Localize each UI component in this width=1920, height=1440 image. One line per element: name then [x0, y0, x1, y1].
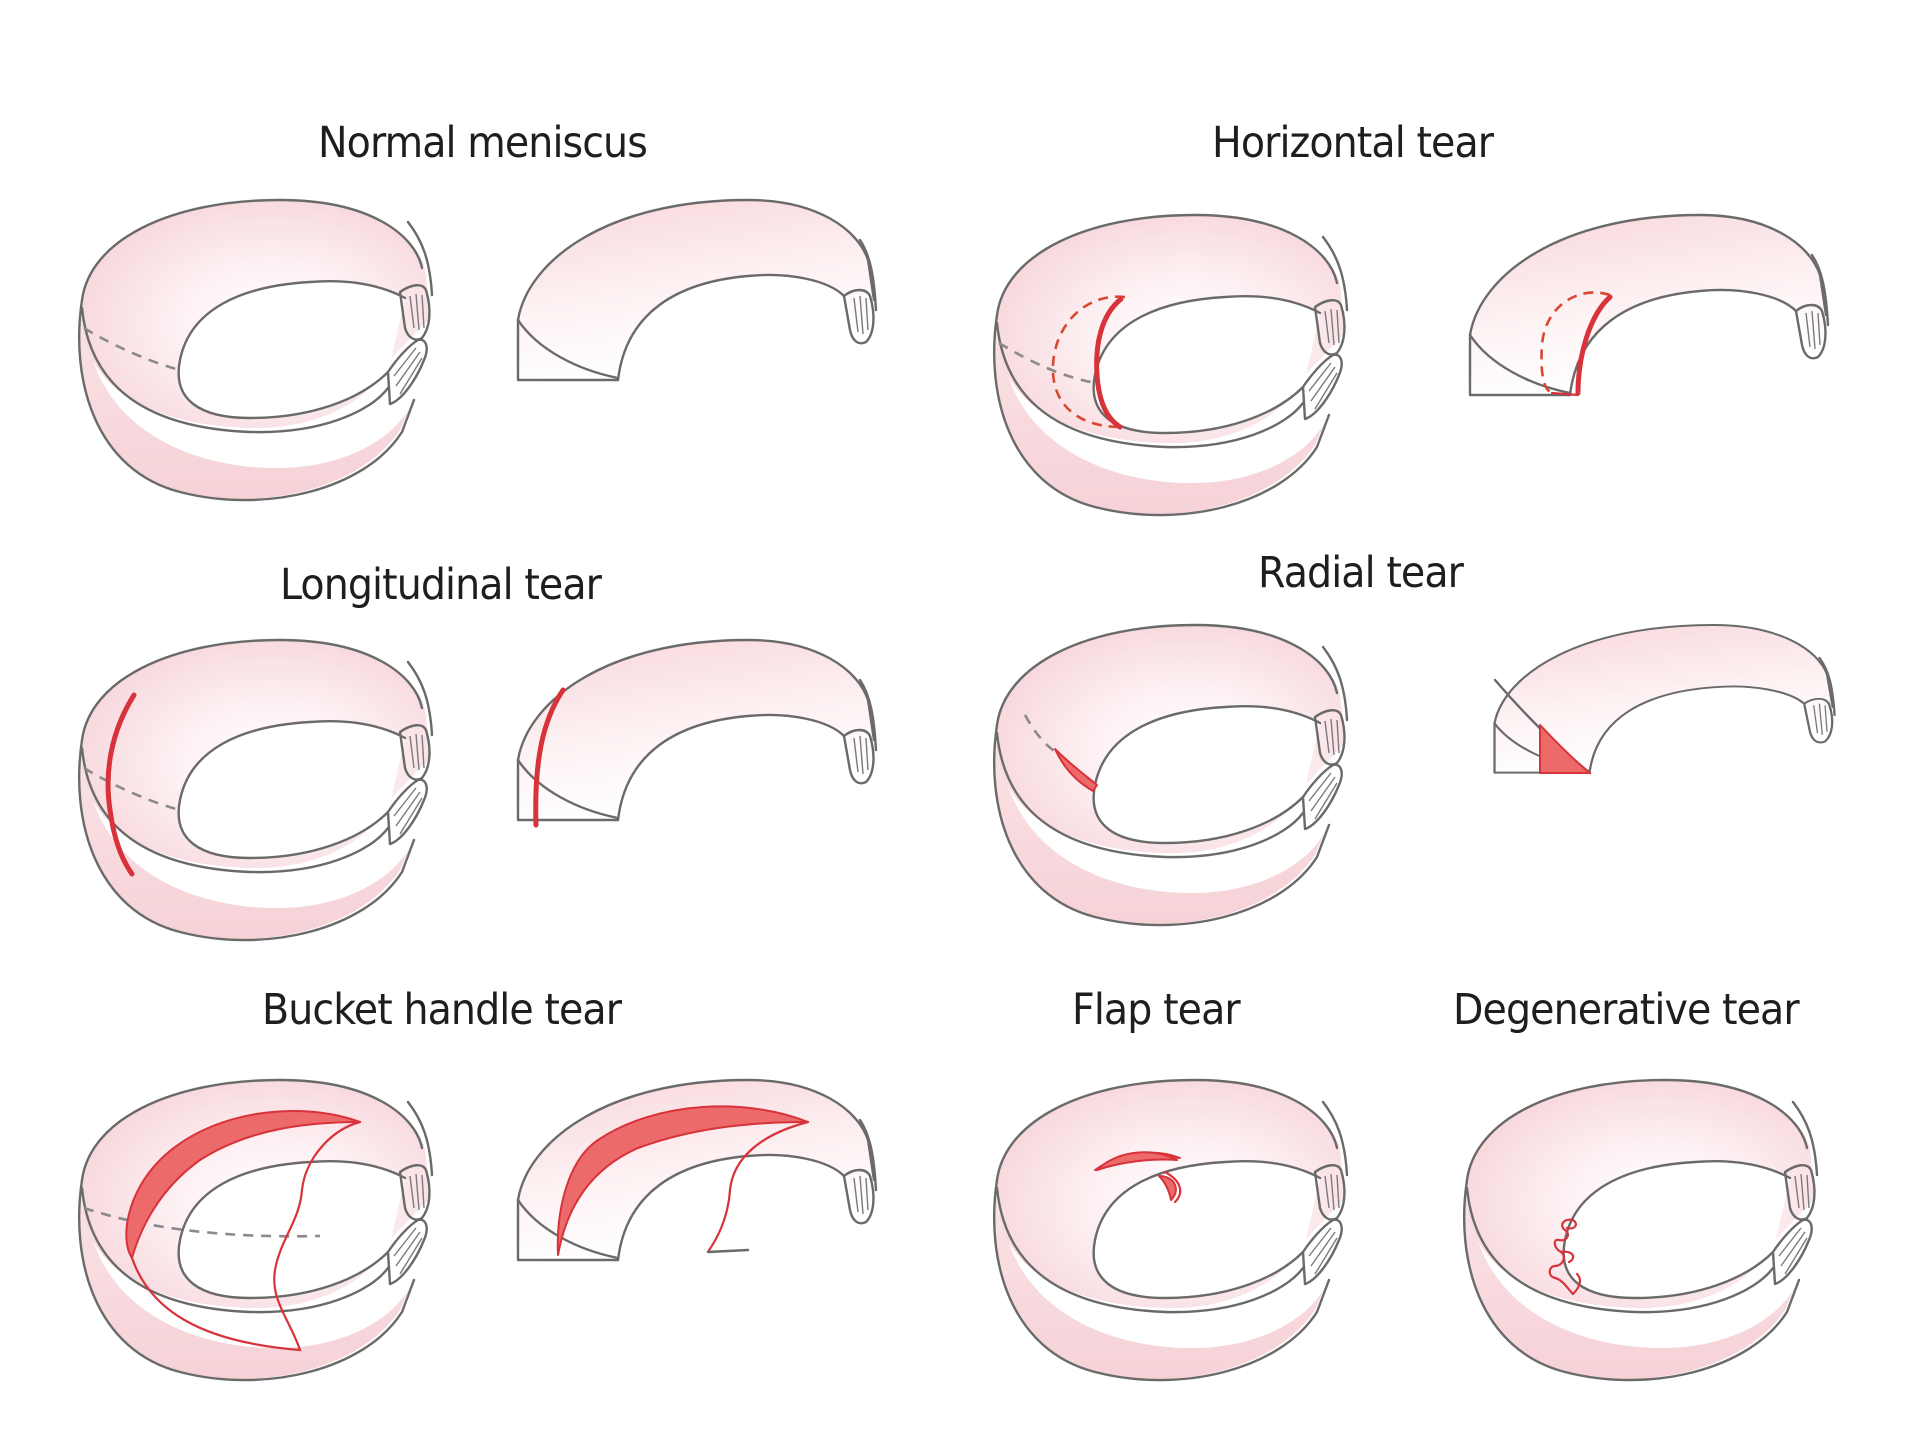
panel-title-longitudinal-tear: Longitudinal tear — [280, 560, 602, 610]
longitudinal-tear-full — [76, 638, 434, 942]
radial-tear-half — [1493, 623, 1836, 775]
panel-title-bucket-handle-tear: Bucket handle tear — [262, 985, 622, 1035]
normal-meniscus-half — [516, 198, 878, 382]
bucket-handle-tear-full — [76, 1078, 434, 1382]
panel-title-radial-tear: Radial tear — [1258, 548, 1464, 598]
longitudinal-tear-half — [516, 638, 878, 828]
horizontal-tear-full — [991, 213, 1349, 517]
degenerative-tear-full — [1461, 1078, 1819, 1382]
normal-meniscus-full — [76, 198, 434, 502]
panel-title-flap-tear: Flap tear — [1072, 985, 1241, 1035]
panel-title-degenerative-tear: Degenerative tear — [1453, 985, 1800, 1035]
horizontal-tear-half — [1468, 213, 1830, 397]
panel-title-normal-meniscus: Normal meniscus — [318, 118, 648, 168]
bucket-handle-tear-half — [516, 1078, 878, 1262]
panel-title-horizontal-tear: Horizontal tear — [1212, 118, 1494, 168]
flap-tear-full — [991, 1078, 1349, 1382]
radial-tear-full — [991, 623, 1349, 927]
